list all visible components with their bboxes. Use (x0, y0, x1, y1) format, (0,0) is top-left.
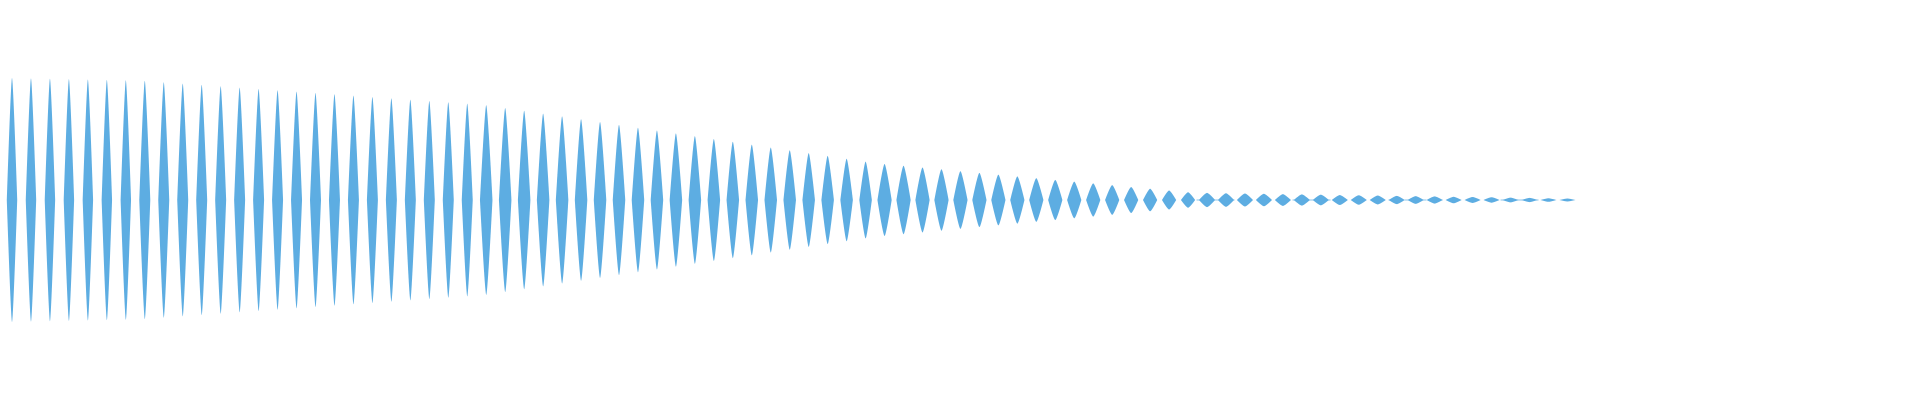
wave-beat (934, 169, 949, 231)
wave-beat (1426, 196, 1443, 204)
wave-beat (1312, 194, 1329, 206)
wave-beat (82, 79, 94, 321)
wave-beat (821, 155, 834, 245)
wave-beat (574, 119, 588, 281)
wave-beat (1029, 178, 1044, 222)
wave-beat (1540, 198, 1557, 202)
wave-beat (1161, 190, 1177, 210)
wave-beat (915, 167, 930, 233)
wave-beat (802, 153, 815, 247)
wave-beat (158, 82, 170, 318)
wave-beat (177, 83, 189, 317)
wave-beat (253, 88, 265, 312)
wave-beat (1483, 197, 1500, 203)
wave-beat (953, 171, 968, 229)
wave-beat (745, 144, 759, 256)
wave-beat (272, 90, 284, 310)
wave-beat (196, 84, 208, 316)
wave-beat (461, 103, 473, 297)
wave-beat (707, 138, 721, 262)
wave-beat (612, 124, 626, 276)
wave-beat (63, 79, 75, 321)
wave-beat (25, 78, 37, 322)
wave-beat (366, 96, 378, 304)
wave-beat (234, 87, 246, 313)
wave-beat (1217, 193, 1235, 207)
wave-beat (1198, 192, 1216, 208)
wave-beat (309, 92, 321, 308)
wave-beat (120, 80, 132, 320)
wave-beat (1124, 186, 1139, 214)
wave-beat (783, 150, 796, 250)
wave-beat (840, 158, 853, 242)
wave-beat (139, 80, 151, 320)
wave-beat (1293, 194, 1310, 206)
wave-beat (6, 78, 18, 322)
wave-beat (593, 122, 607, 278)
wave-beat (328, 94, 340, 306)
wave-beat (385, 98, 397, 302)
wave-beat (1180, 192, 1196, 208)
wave-beat (1521, 197, 1538, 203)
wave-beat (101, 79, 113, 321)
wave-beat (650, 130, 664, 270)
wave-beat (764, 147, 778, 253)
wave-beat (1388, 195, 1405, 205)
wave-beat (896, 165, 911, 235)
wave-beat (498, 107, 512, 293)
wave-beat (972, 172, 987, 228)
wave-beat (1067, 181, 1082, 219)
wave-beat (726, 141, 740, 259)
wave-beat (1274, 194, 1291, 206)
wave-beat (404, 99, 416, 301)
wave-beat (442, 102, 454, 298)
wave-beat (1010, 176, 1025, 224)
wave-beat (291, 91, 303, 309)
wave-beat (631, 127, 645, 273)
wave-beat (991, 174, 1006, 226)
wave-beat (688, 136, 702, 264)
wave-beat (1331, 194, 1348, 206)
wave-beat (347, 95, 359, 305)
wave-beat (859, 161, 872, 239)
wave-beat (1086, 183, 1101, 217)
wave-beat (1143, 188, 1158, 212)
wave-beat (423, 100, 435, 300)
wave-beat (44, 78, 56, 322)
wave-beat (1048, 179, 1063, 221)
wave-beat (536, 113, 550, 287)
wave-beat (1407, 196, 1424, 204)
wave-beat (669, 133, 683, 267)
wave-beat (215, 86, 227, 314)
wave-beat (877, 164, 892, 236)
wave-beat (555, 116, 569, 284)
wave-beat (479, 105, 493, 295)
wave-beat (1502, 197, 1519, 203)
wave-beat (1105, 185, 1120, 215)
wave-beat (517, 110, 531, 290)
